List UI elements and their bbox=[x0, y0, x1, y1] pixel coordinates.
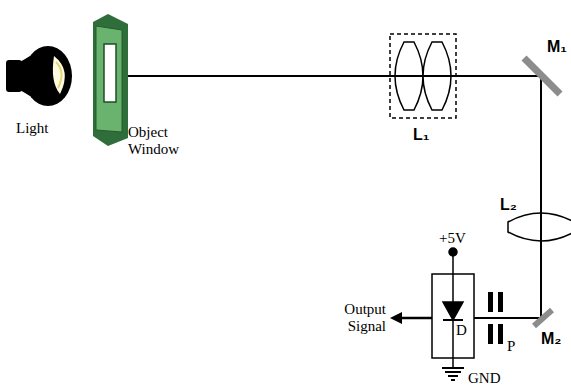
voltage-label: +5V bbox=[439, 230, 466, 247]
mirror-m1 bbox=[524, 58, 560, 94]
part-name: L₁ bbox=[413, 126, 429, 144]
part-name: P bbox=[507, 338, 515, 355]
light-bulb bbox=[6, 46, 72, 106]
pinhole-p bbox=[488, 292, 503, 344]
mirror-m2 bbox=[534, 310, 552, 326]
output-arrow bbox=[390, 312, 432, 324]
object-window bbox=[93, 14, 128, 146]
signal-label: Output Signal bbox=[330, 301, 386, 336]
window-label: Object Window bbox=[128, 124, 188, 159]
light-beam bbox=[128, 76, 541, 318]
photodiode bbox=[432, 248, 474, 380]
lens-group-l1 bbox=[390, 34, 456, 118]
part-name: L₂ bbox=[500, 196, 517, 214]
lamp-label: Light bbox=[16, 120, 49, 137]
ground-label: GND bbox=[468, 370, 501, 387]
part-name: M₂ bbox=[541, 330, 561, 348]
part-name: M₁ bbox=[547, 38, 567, 56]
lens-l2 bbox=[508, 213, 571, 241]
part-name: D bbox=[456, 322, 467, 339]
